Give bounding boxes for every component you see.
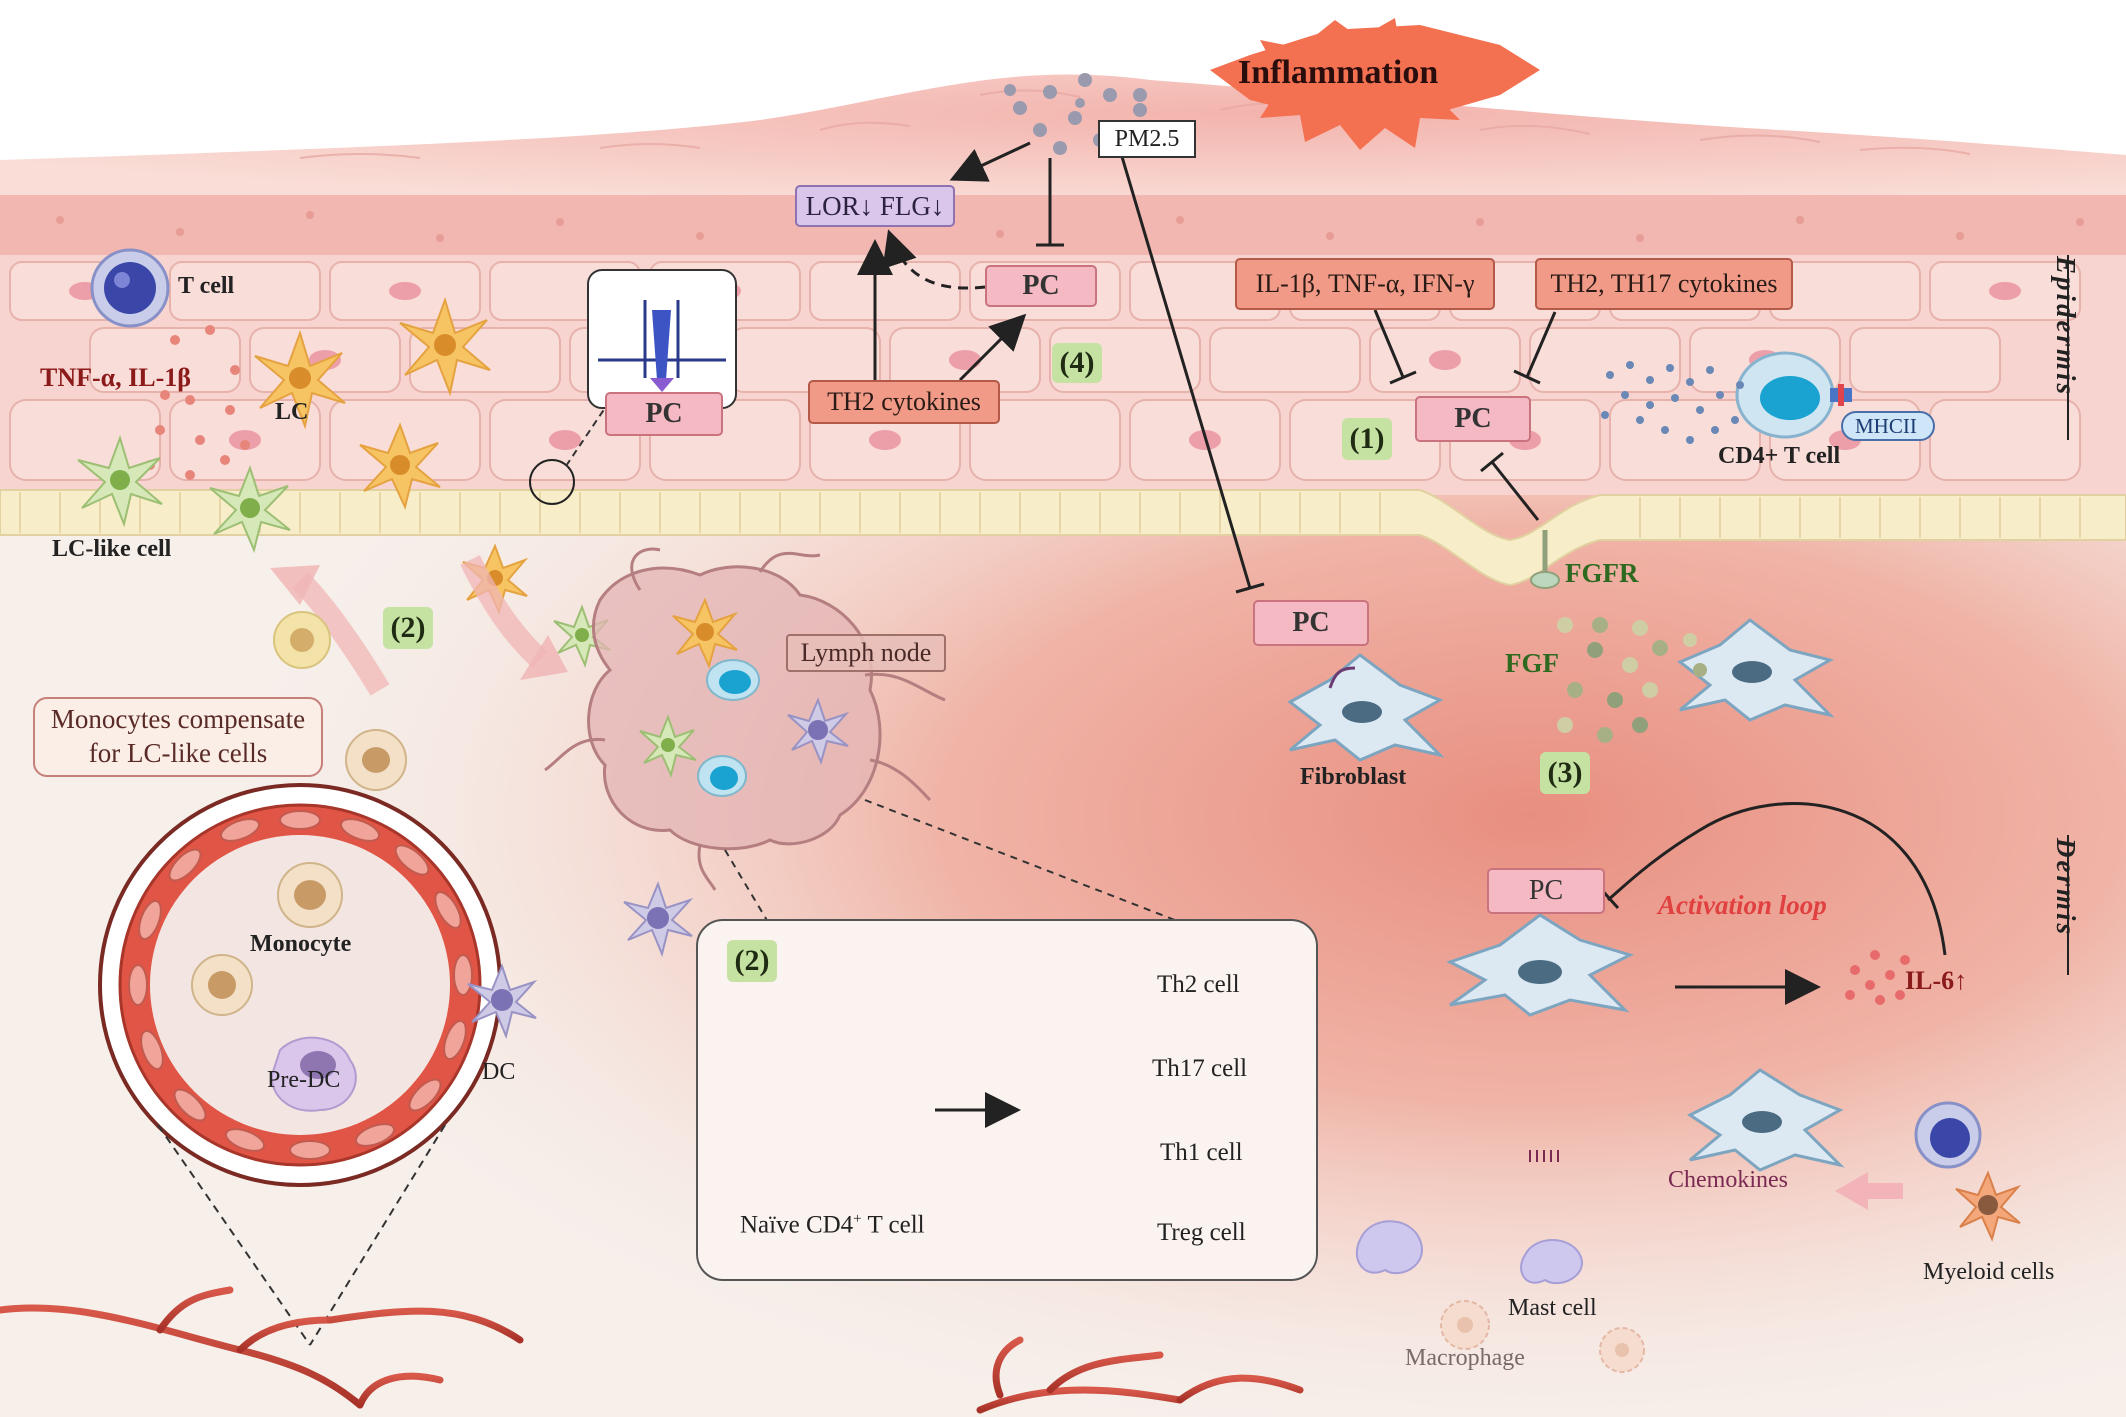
treg-cell-label: Treg cell bbox=[1157, 1219, 1246, 1246]
pc-box-follicle: PC bbox=[605, 392, 723, 436]
stratum-corneum bbox=[0, 74, 2126, 205]
tnf-il1b-dots bbox=[145, 325, 250, 480]
fgfr-receptor bbox=[1530, 530, 1560, 589]
fibroblast-cells bbox=[1287, 618, 1845, 1172]
pm25-label: PM2.5 bbox=[1098, 120, 1196, 158]
chemokine-tags bbox=[1529, 1150, 1559, 1162]
step-1-badge: (1) bbox=[1342, 418, 1392, 460]
dc-cell bbox=[467, 963, 538, 1040]
monocytes-note: Monocytes compensate for LC-like cells bbox=[33, 697, 323, 777]
pathway-arrows bbox=[857, 141, 1947, 1128]
lymph-node-label: Lymph node bbox=[786, 634, 946, 672]
monocytes-free bbox=[273, 611, 407, 791]
lymph-node bbox=[587, 565, 882, 851]
myeloid-label: Myeloid cells bbox=[1923, 1259, 2055, 1285]
macrophage-label: Macrophage bbox=[1405, 1345, 1525, 1371]
epidermis-label: Epidermis bbox=[2051, 256, 2081, 398]
th1-cell-label: Th1 cell bbox=[1160, 1139, 1243, 1166]
lymph-vessels bbox=[544, 547, 946, 891]
inflammation-label: Inflammation bbox=[1238, 54, 1439, 91]
chemokines-label: Chemokines bbox=[1668, 1167, 1788, 1193]
fgf-particles bbox=[1557, 617, 1707, 743]
blood-vessel-branches bbox=[0, 1286, 1304, 1414]
granular-layer bbox=[0, 195, 2126, 260]
mast-cell-label: Mast cell bbox=[1508, 1295, 1597, 1321]
step-3-badge: (3) bbox=[1540, 752, 1590, 794]
monocytes-note-line-2: for LC-like cells bbox=[88, 738, 268, 768]
step-4-badge: (4) bbox=[1052, 343, 1102, 383]
lc-like-label: LC-like cell bbox=[52, 536, 172, 562]
lor-flg-box: LOR↓ FLG↓ bbox=[795, 185, 955, 227]
step-2-badge: (2) bbox=[383, 607, 433, 649]
pc-box-1: PC bbox=[1415, 396, 1531, 442]
pc-box-4: PC bbox=[985, 265, 1097, 307]
dermis-label: Dermis bbox=[2051, 838, 2081, 937]
vessel-zoom-lines bbox=[157, 1124, 446, 1346]
mast-cells bbox=[1355, 1220, 1583, 1285]
inflammatory-cytokines-box: IL-1β, TNF-α, IFN-γ bbox=[1235, 258, 1495, 310]
monocyte-label: Monocyte bbox=[250, 931, 352, 957]
macrophages bbox=[1440, 1300, 1645, 1373]
basal-layer bbox=[0, 489, 2126, 587]
fgfr-label: FGFR bbox=[1565, 558, 1639, 588]
t-cell-label: T cell bbox=[178, 273, 235, 299]
step-2-inset-badge: (2) bbox=[727, 940, 777, 982]
tnf-il1b-label: TNF-α, IL-1β bbox=[40, 363, 191, 392]
th2-cell-label: Th2 cell bbox=[1157, 971, 1240, 998]
cd4-t-cell bbox=[1735, 351, 1852, 439]
myeloid-arrow bbox=[1835, 1172, 1903, 1210]
blood-vessel-section bbox=[98, 783, 502, 1187]
cytokine-cloud bbox=[1601, 361, 1744, 444]
cd4-t-cell-label: CD4+ T cell bbox=[1718, 443, 1841, 469]
pc-box-fibroblast: PC bbox=[1253, 600, 1369, 646]
fgf-label: FGF bbox=[1505, 648, 1559, 678]
dc-cell-2 bbox=[623, 881, 694, 958]
naive-cd4-label: Naïve CD4+ T cell bbox=[740, 1211, 925, 1239]
mhcii-label: MHCII bbox=[1855, 414, 1917, 438]
activation-loop-label: Activation loop bbox=[1658, 890, 1827, 920]
t-cell bbox=[90, 248, 170, 328]
inflammation-burst-body bbox=[1210, 25, 1540, 120]
lc-label: LC bbox=[275, 399, 309, 425]
pc-box-loop: PC bbox=[1487, 868, 1605, 914]
th17-cell-label: Th17 cell bbox=[1152, 1055, 1248, 1082]
monocytes-note-line-1: Monocytes compensate bbox=[50, 704, 306, 735]
il6-label: IL-6↑ bbox=[1905, 966, 1968, 995]
mhcii-badge bbox=[1841, 411, 1935, 441]
il6-dots bbox=[1845, 950, 1910, 1005]
dc-label: DC bbox=[482, 1059, 516, 1085]
th2-cytokines-box: TH2 cytokines bbox=[808, 380, 1000, 424]
lc-like-cells bbox=[77, 434, 611, 669]
lymph-node-cells bbox=[639, 597, 850, 797]
migration-arrow-node bbox=[460, 555, 548, 668]
th2-th17-cytokines-box: TH2, TH17 cytokines bbox=[1535, 258, 1793, 310]
fibroblast-label: Fibroblast bbox=[1300, 764, 1407, 790]
lymph-zoom-lines bbox=[724, 799, 1181, 923]
langerhans-cells bbox=[254, 296, 529, 615]
myeloid-cells bbox=[1914, 1101, 2022, 1242]
pre-dc-label: Pre-DC bbox=[267, 1067, 341, 1093]
